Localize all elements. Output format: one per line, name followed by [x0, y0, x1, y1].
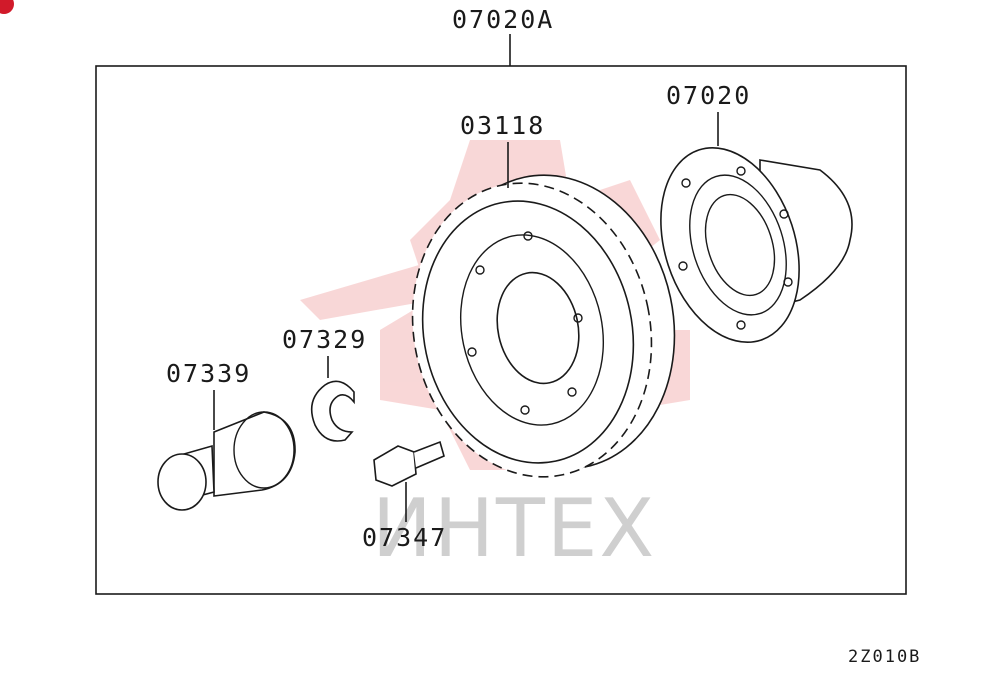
- label-snap-ring: 07329: [282, 325, 367, 354]
- label-differential-case: 07020: [666, 81, 751, 110]
- assembly-frame: [95, 65, 907, 595]
- snap-ring: [310, 380, 355, 442]
- differential-case: [660, 146, 853, 344]
- ring-gear: [411, 174, 676, 478]
- watermark-text: ИНТЕХ: [372, 482, 656, 575]
- drawing-code: 2Z010B: [848, 647, 921, 667]
- corner-badge: [0, 0, 14, 14]
- label-ring-gear: 03118: [460, 111, 545, 140]
- shaft: [157, 411, 296, 511]
- assembly-label: 07020A: [452, 5, 554, 34]
- bolt: [373, 440, 445, 487]
- label-bolt: 07347: [362, 523, 447, 552]
- label-shaft: 07339: [166, 359, 251, 388]
